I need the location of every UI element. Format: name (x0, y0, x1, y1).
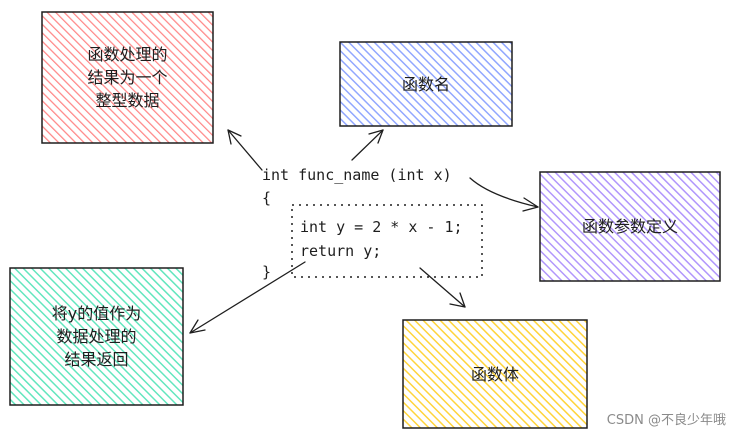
body-box (402, 319, 588, 429)
arrow-to-params (469, 177, 539, 212)
params-label: 函数参数定义 (581, 217, 678, 236)
code-line-2: return y; (300, 242, 382, 260)
params-box (539, 171, 721, 282)
code-body-dotted-box (291, 204, 483, 278)
arrow-to-body (419, 267, 466, 308)
arrow-to-result-type (227, 129, 263, 171)
return-value-box (9, 267, 184, 406)
code-close-brace: } (262, 263, 272, 281)
code-signature: int func_name (int x) (262, 166, 452, 184)
arrow-to-return-value (189, 261, 306, 334)
func-name-label: 函数名 (401, 74, 450, 94)
arrow-to-func-name (351, 129, 384, 161)
code-open-brace: { (262, 189, 272, 207)
body-label: 函数体 (470, 364, 519, 384)
result-type-label: 函数处理的 结果为一个 整型数据 (87, 45, 168, 110)
code-line-1: int y = 2 * x - 1; (300, 218, 463, 236)
return-value-label: 将y的值作为 数据处理的 结果返回 (51, 304, 142, 369)
result-type-box (41, 11, 214, 144)
watermark: CSDN @不良少年哦 (606, 413, 726, 428)
func-name-box (339, 41, 513, 127)
